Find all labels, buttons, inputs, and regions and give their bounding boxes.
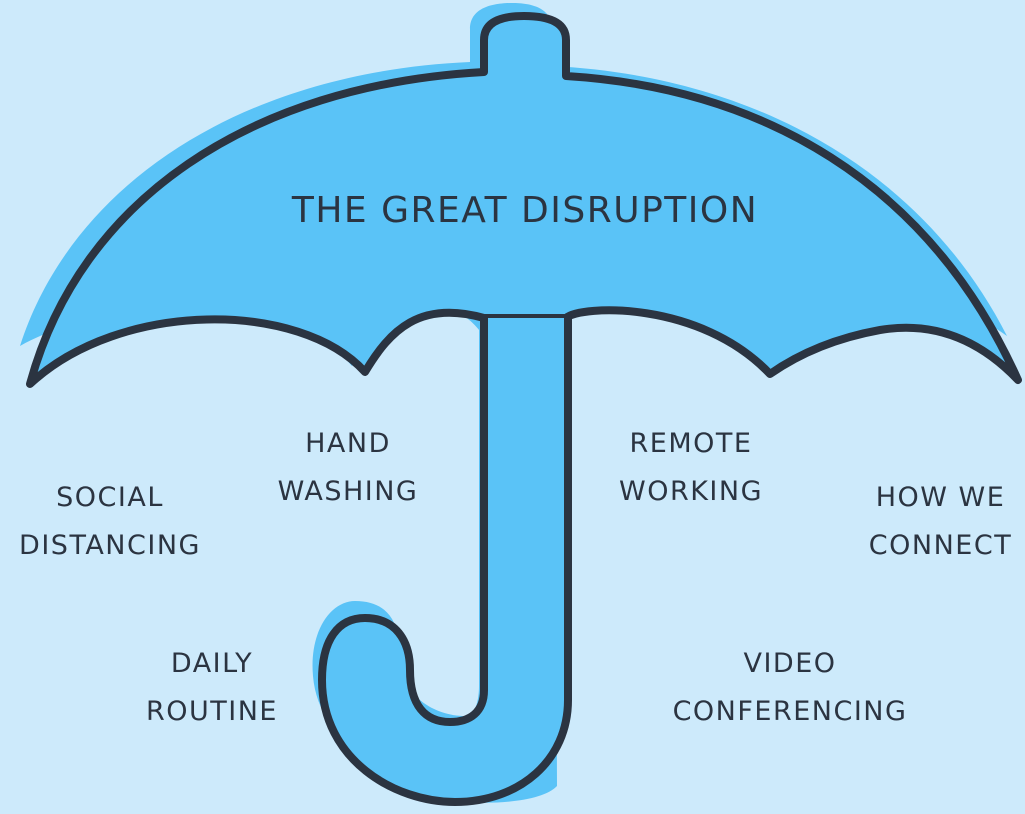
label-line: WORKING: [619, 476, 763, 508]
label-daily-routine: DAILY ROUTINE: [132, 640, 292, 736]
label-hand-washing: HAND WASHING: [268, 420, 428, 516]
umbrella-canopy: [26, 12, 1022, 388]
label-video-conferencing: VIDEO CONFERENCING: [660, 640, 920, 736]
diagram-title: THE GREAT DISRUPTION: [291, 190, 759, 231]
label-line: HOW WE: [875, 482, 1006, 513]
label-social-distancing: SOCIAL DISTANCING: [10, 474, 210, 570]
label-line: WASHING: [277, 476, 419, 508]
label-line: VIDEO: [743, 648, 837, 679]
label-line: CONFERENCING: [672, 696, 908, 728]
label-line: HAND: [305, 428, 391, 459]
label-line: ROUTINE: [146, 696, 278, 728]
label-remote-working: REMOTE WORKING: [606, 420, 776, 516]
label-line: CONNECT: [868, 530, 1013, 562]
label-line: SOCIAL: [56, 482, 164, 513]
label-line: REMOTE: [629, 428, 753, 459]
label-how-we-connect: HOW WE CONNECT: [858, 474, 1023, 570]
label-line: DISTANCING: [19, 530, 201, 562]
label-line: DAILY: [170, 648, 254, 679]
umbrella-handle: [318, 314, 572, 806]
